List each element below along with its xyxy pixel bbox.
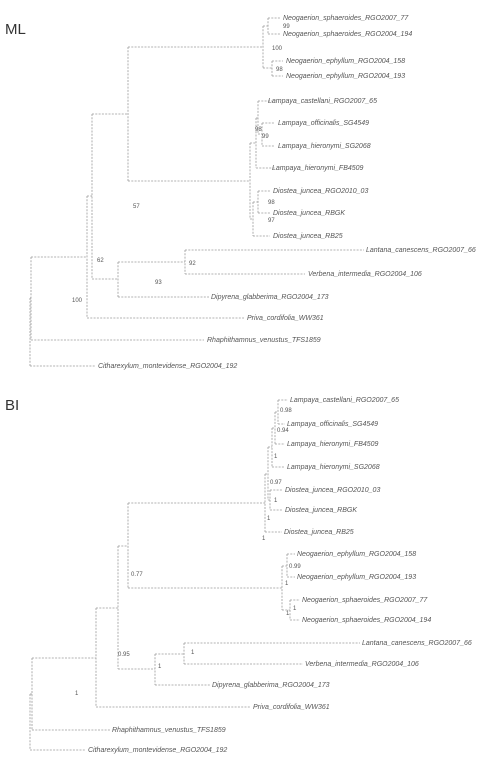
taxon-label: Lampaya_hieronymi_FB4509 bbox=[272, 165, 364, 172]
support-value: 1 bbox=[285, 581, 289, 587]
support-value: 0.94 bbox=[277, 428, 289, 434]
taxon-label: Priva_cordifolia_WW361 bbox=[247, 315, 324, 322]
ml-taxon-labels: Neogaerion_sphaeroides_RGO2007_77 Neogae… bbox=[98, 15, 476, 370]
taxon-label: Lampaya_officinalis_SG4549 bbox=[278, 120, 369, 127]
taxon-label: Citharexylum_montevidense_RGO2004_192 bbox=[98, 363, 237, 370]
taxon-label: Lantana_canescens_RGO2007_66 bbox=[362, 640, 472, 647]
support-value: 97 bbox=[268, 218, 275, 224]
support-value: 0.77 bbox=[131, 572, 143, 578]
taxon-label: Diostea_juncea_RBGK bbox=[273, 210, 345, 217]
ml-tree: ML Neogaerion bbox=[5, 15, 476, 370]
support-value: 1 bbox=[274, 498, 278, 504]
support-value: 57 bbox=[133, 204, 140, 210]
support-value: 0.99 bbox=[289, 564, 301, 570]
bi-support-values: 0.98 0.94 1 0.97 1 1 1 0.99 1 1 1 0.77 1… bbox=[75, 408, 301, 697]
taxon-label: Neogaerion_ephyllum_RGO2004_158 bbox=[286, 58, 405, 65]
bi-panel-label: BI bbox=[5, 397, 19, 414]
taxon-label: Dipyrena_glabberima_RGO2004_173 bbox=[212, 682, 330, 689]
support-value: 99 bbox=[262, 134, 269, 140]
taxon-label: Diostea_juncea_RB25 bbox=[284, 529, 354, 536]
taxon-label: Lampaya_hieronymi_FB4509 bbox=[287, 441, 379, 448]
support-value: 1 bbox=[191, 650, 195, 656]
taxon-label: Priva_cordifolia_WW361 bbox=[253, 704, 330, 711]
ml-branches bbox=[29, 17, 364, 367]
taxon-label: Rhaphithamnus_venustus_TFS1859 bbox=[207, 337, 321, 344]
support-value: 99 bbox=[283, 24, 290, 30]
support-value: 62 bbox=[97, 258, 104, 264]
support-value: 1 bbox=[293, 606, 297, 612]
support-value: 0.97 bbox=[270, 480, 282, 486]
taxon-label: Lampaya_officinalis_SG4549 bbox=[287, 421, 378, 428]
taxon-label: Neogaerion_ephyllum_RGO2004_193 bbox=[297, 574, 416, 581]
bi-branches bbox=[29, 399, 360, 751]
taxon-label: Rhaphithamnus_venustus_TFS1859 bbox=[112, 727, 226, 734]
support-value: 98 bbox=[268, 200, 275, 206]
support-value: 1 bbox=[274, 454, 278, 460]
taxon-label: Diostea_juncea_RGO2010_03 bbox=[273, 188, 368, 195]
taxon-label: Diostea_juncea_RGO2010_03 bbox=[285, 487, 380, 494]
support-value: 100 bbox=[72, 298, 83, 304]
support-value: 1 bbox=[267, 516, 271, 522]
taxon-label: Lantana_canescens_RGO2007_66 bbox=[366, 247, 476, 254]
support-value: 98 bbox=[255, 127, 262, 133]
support-value: 1 bbox=[75, 691, 79, 697]
support-value: 100 bbox=[272, 46, 283, 52]
bi-tree: BI Lampaya_ca bbox=[5, 397, 472, 754]
support-value: 1 bbox=[286, 611, 290, 617]
taxon-label: Lampaya_castellani_RGO2007_65 bbox=[290, 397, 399, 404]
taxon-label: Neogaerion_sphaeroides_RGO2007_77 bbox=[302, 597, 428, 604]
taxon-label: Lampaya_castellani_RGO2007_65 bbox=[268, 98, 377, 105]
taxon-label: Lampaya_hieronymi_SG2068 bbox=[278, 143, 371, 150]
taxon-label: Neogaerion_sphaeroides_RGO2007_77 bbox=[283, 15, 409, 22]
bi-taxon-labels: Lampaya_castellani_RGO2007_65 Lampaya_of… bbox=[88, 397, 472, 754]
support-value: 1 bbox=[262, 536, 266, 542]
taxon-label: Citharexylum_montevidense_RGO2004_192 bbox=[88, 747, 227, 754]
taxon-label: Diostea_juncea_RBGK bbox=[285, 507, 357, 514]
support-value: 0.98 bbox=[280, 408, 292, 414]
taxon-label: Verbena_intermedia_RGO2004_106 bbox=[308, 271, 422, 278]
taxon-label: Neogaerion_ephyllum_RGO2004_158 bbox=[297, 551, 416, 558]
taxon-label: Diostea_juncea_RB25 bbox=[273, 233, 343, 240]
taxon-label: Neogaerion_sphaeroides_RGO2004_194 bbox=[302, 617, 431, 624]
ml-support-values: 99 100 98 98 99 98 97 57 62 93 92 100 bbox=[72, 24, 290, 304]
support-value: 0.95 bbox=[118, 652, 130, 658]
taxon-label: Verbena_intermedia_RGO2004_106 bbox=[305, 661, 419, 668]
support-value: 92 bbox=[189, 261, 196, 267]
taxon-label: Lampaya_hieronymi_SG2068 bbox=[287, 464, 380, 471]
ml-panel-label: ML bbox=[5, 21, 26, 38]
taxon-label: Neogaerion_ephyllum_RGO2004_193 bbox=[286, 73, 405, 80]
taxon-label: Neogaerion_sphaeroides_RGO2004_194 bbox=[283, 31, 412, 38]
taxon-label: Dipyrena_glabberima_RGO2004_173 bbox=[211, 294, 329, 301]
support-value: 98 bbox=[276, 67, 283, 73]
support-value: 93 bbox=[155, 280, 162, 286]
support-value: 1 bbox=[158, 664, 162, 670]
